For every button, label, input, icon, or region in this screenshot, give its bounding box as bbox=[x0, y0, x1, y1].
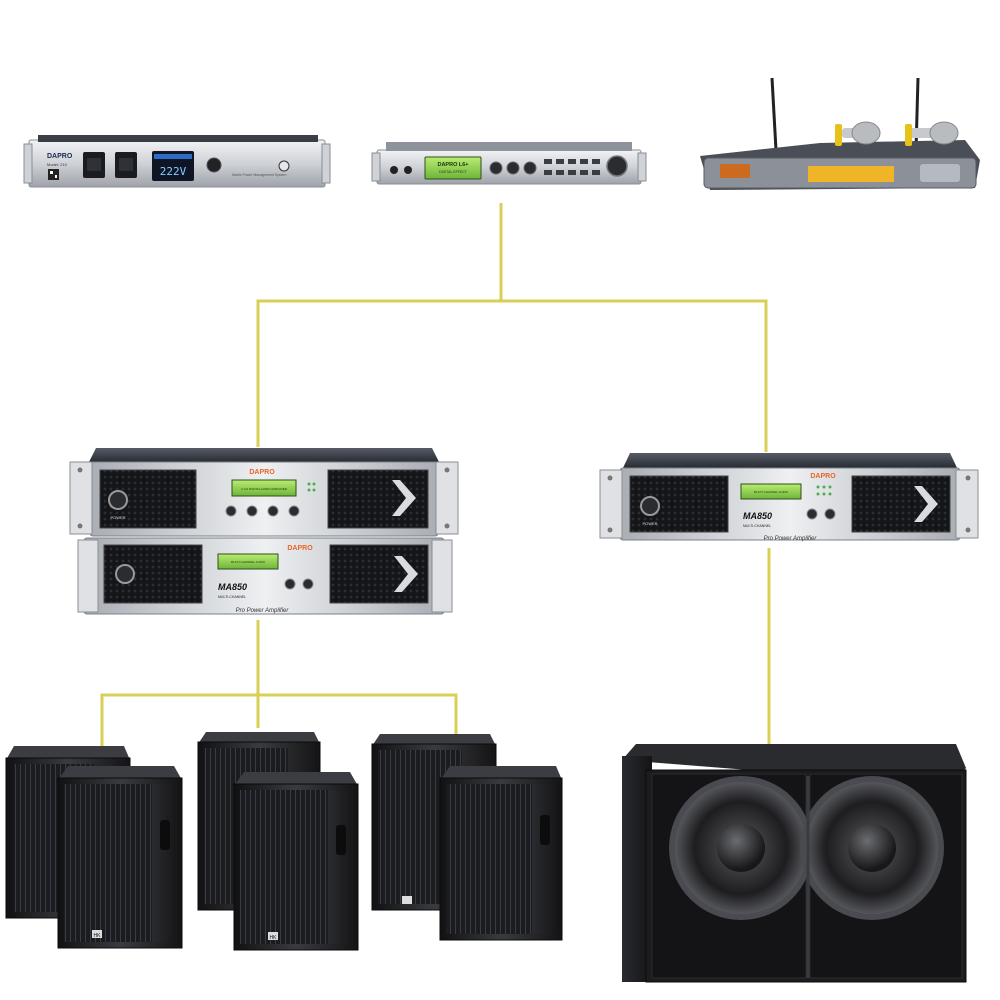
amp-bottom-model: MA850 bbox=[218, 582, 247, 592]
sequencer-brand: DAPRO bbox=[47, 153, 73, 160]
power-label: POWER bbox=[110, 515, 125, 520]
speaker-badge bbox=[268, 932, 278, 940]
loudspeaker-cabinet-icon: HK bbox=[233, 772, 359, 951]
amp-right-display bbox=[740, 483, 802, 500]
speaker-badge bbox=[92, 930, 102, 938]
voltage-readout: 222V bbox=[160, 165, 187, 178]
subwoofer-driver-right bbox=[800, 776, 944, 920]
speaker-badge bbox=[402, 896, 412, 904]
loudspeaker-cabinet-icon bbox=[402, 766, 563, 941]
power-button bbox=[108, 490, 128, 510]
amp-top-display-text: 2-CH DIGITAL AUDIO AMPLIFIER bbox=[241, 487, 288, 491]
power-button bbox=[115, 564, 135, 584]
power-button bbox=[640, 496, 660, 516]
loudspeaker-group: HK HK bbox=[5, 732, 563, 951]
amp-right-model: MA850 bbox=[743, 511, 772, 521]
cable-left-amp-to-speakers bbox=[100, 620, 260, 750]
amp-bottom-brand: DAPRO bbox=[287, 545, 313, 552]
subwoofer-driver-left bbox=[669, 776, 813, 920]
processor-display bbox=[424, 156, 482, 180]
cable-processor-to-amps bbox=[256, 203, 503, 447]
sequencer-caption: Matrix Power Management System bbox=[232, 173, 287, 177]
processor-buttons bbox=[544, 159, 600, 175]
amp-bottom-footer: Pro Power Amplifier bbox=[236, 608, 290, 614]
sequencer-power-icon bbox=[278, 160, 290, 172]
amp-bottom-display bbox=[217, 553, 279, 570]
loudspeaker-cabinet-icon: HK bbox=[57, 766, 183, 949]
signal-cables bbox=[100, 203, 771, 752]
amp-right-sub: MULTI-CHANNEL bbox=[743, 524, 771, 528]
cable-left-amp-to-speakers-right bbox=[258, 693, 458, 738]
microphone-left bbox=[835, 121, 881, 146]
power-label: POWER bbox=[642, 521, 657, 526]
processor-display-brand: DAPRO L6+ bbox=[437, 162, 468, 168]
processor-display-sub: DIGITAL EFFECT bbox=[439, 170, 468, 174]
processor-main-knob bbox=[606, 155, 628, 177]
wireless-microphone-receiver-icon bbox=[700, 77, 980, 190]
amp-top-brand: DAPRO bbox=[249, 469, 275, 476]
amp-right-footer: Pro Power Amplifier bbox=[764, 536, 818, 542]
amp-right-brand: DAPRO bbox=[810, 473, 836, 480]
amp-top-display bbox=[231, 479, 297, 497]
amp-bottom-sub: MULTI-CHANNEL bbox=[218, 595, 246, 599]
microphone-right bbox=[905, 121, 959, 146]
speaker-badge-text: HK bbox=[94, 933, 102, 939]
qr-code bbox=[48, 169, 59, 180]
power-sequencer-rack-icon: DAPRO Model: 210 222V Matrix Power Manag… bbox=[23, 135, 331, 188]
cable-processor-to-right-amp bbox=[501, 299, 768, 452]
receiver-display bbox=[808, 166, 894, 182]
sequencer-knob bbox=[206, 157, 222, 173]
amp-right-display-text: MULTI-CHANNEL AUDIO bbox=[754, 490, 789, 494]
power-amplifier-icon: POWER DAPRO MULTI-CHANNEL AUDIO MA850 MU… bbox=[599, 453, 979, 542]
sequencer-model: Model: 210 bbox=[47, 162, 68, 167]
power-amplifier-icon: POWER DAPRO 2-CH DIGITAL AUDIO AMPLIFIER… bbox=[69, 448, 459, 615]
dual-subwoofer-icon bbox=[622, 744, 967, 983]
speaker-badge-text: HK bbox=[270, 935, 278, 941]
digital-processor-rack-icon: DAPRO L6+ DIGITAL EFFECT bbox=[371, 142, 647, 185]
amp-bottom-display-text: MULTI-CHANNEL AUDIO bbox=[231, 560, 266, 564]
